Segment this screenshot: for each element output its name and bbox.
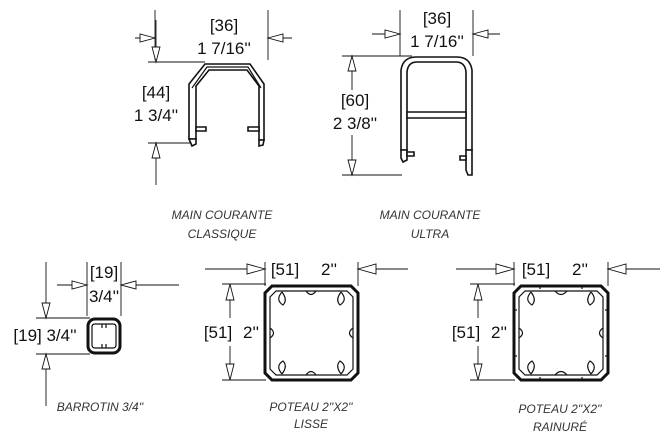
poteau-lisse-profile-group: [51] 2'' [51] 2'' POTEAU 2''X2'' LISSE	[204, 260, 408, 431]
lisse-inner-shape	[269, 290, 354, 376]
classique-caption-line2: CLASSIQUE	[188, 227, 258, 241]
rainure-caption-line1: POTEAU 2''X2''	[518, 402, 602, 416]
ultra-right-lip	[459, 155, 467, 161]
classique-right-lip	[247, 126, 260, 132]
ultra-profile-shape	[400, 56, 473, 151]
lisse-width-in: 2''	[321, 260, 337, 279]
lisse-corner-channels	[278, 291, 345, 375]
lisse-caption-line1: POTEAU 2''X2''	[269, 400, 353, 414]
ultra-width-mm: [36]	[423, 9, 451, 28]
classique-left-lip	[195, 126, 207, 132]
ultra-width-arrow-right	[471, 29, 489, 39]
ultra-caption-line1: MAIN COURANTE	[380, 208, 482, 222]
barrotin-height-arrow-top	[41, 302, 51, 320]
ultra-right-leg	[465, 149, 473, 176]
rainure-height-in: 2''	[491, 323, 507, 342]
ultra-width-in: 1 7/16''	[410, 32, 464, 51]
classique-caption-line1: MAIN COURANTE	[172, 208, 274, 222]
barrotin-width-arrow-left	[71, 280, 89, 290]
lisse-height-mm: [51]	[204, 323, 232, 342]
barrotin-grooves	[101, 324, 107, 348]
barrotin-profile-group: [19] 3/4'' [19] 3/4'' BARROTIN 3/4''	[13, 262, 179, 414]
classique-height-arrow-top	[151, 46, 161, 64]
barrotin-height-label: [19] 3/4''	[13, 326, 76, 345]
lisse-height-in: 2''	[243, 323, 259, 342]
classique-profile-inner-line	[191, 66, 262, 89]
rainure-width-arrow-left	[495, 263, 516, 275]
rainure-width-mm: [51]	[522, 260, 550, 279]
barrotin-outer-shape	[86, 317, 122, 355]
rainure-side-channels	[518, 290, 604, 376]
barrotin-height-arrow-bottom	[41, 352, 51, 370]
ultra-caption-line2: ULTRA	[411, 227, 449, 241]
ultra-profile-group: [36] 1 7/16'' [60] 2 3/8'' MAIN COURANTE…	[333, 9, 500, 241]
classique-profile-group: [36] 1 7/16'' [44] 1 3/4'' MAIN COURANTE…	[134, 10, 292, 241]
ultra-crossbar	[406, 111, 467, 119]
poteau-rainure-profile-group: [51] 2'' [51] 2'' POTEAU 2''X2'' RAINURÉ	[452, 260, 660, 434]
rainure-height-mm: [51]	[452, 323, 480, 342]
rainure-height-arrow-top	[473, 283, 483, 301]
classique-width-arrow-left	[139, 33, 157, 43]
classique-width-mm: [36]	[210, 16, 238, 35]
ultra-width-arrow-left	[384, 29, 402, 39]
lisse-width-arrow-left	[246, 263, 267, 275]
rainure-height-arrow-bottom	[473, 363, 483, 381]
ultra-height-arrow-bottom	[347, 159, 357, 177]
lisse-side-channels	[269, 290, 354, 376]
ultra-left-lip	[406, 151, 415, 157]
barrotin-width-mm: [19]	[90, 263, 118, 282]
barrotin-caption: BARROTIN 3/4''	[57, 400, 144, 414]
lisse-width-mm: [51]	[271, 260, 299, 279]
classique-height-arrow-bottom	[151, 141, 161, 159]
lisse-height-arrow-bottom	[225, 363, 235, 381]
rainure-inner-shape	[518, 290, 604, 376]
rainure-outer-shape	[512, 284, 610, 382]
barrotin-width-in: 3/4''	[89, 287, 119, 306]
ultra-height-in: 2 3/8''	[333, 114, 377, 133]
lisse-height-arrow-top	[225, 283, 235, 301]
classique-right-foot	[258, 139, 265, 148]
rainure-width-in: 2''	[572, 260, 588, 279]
barrotin-inner-shape	[91, 323, 117, 349]
lisse-outer-shape	[263, 284, 360, 382]
classique-width-arrow-right	[266, 33, 284, 43]
rainure-caption-line2: RAINURÉ	[533, 419, 588, 434]
ultra-left-leg	[400, 149, 408, 164]
rainure-width-arrow-right	[606, 263, 627, 275]
classique-height-mm: [44]	[142, 83, 170, 102]
classique-height-in: 1 3/4''	[134, 106, 178, 125]
ultra-height-arrow-top	[347, 54, 357, 72]
classique-left-foot	[187, 138, 197, 148]
classique-width-in: 1 7/16''	[197, 39, 251, 58]
rainure-grooves	[514, 286, 608, 380]
lisse-width-arrow-right	[356, 263, 377, 275]
lisse-caption-line2: LISSE	[294, 417, 329, 431]
barrotin-width-arrow-right	[119, 280, 137, 290]
rainure-corner-channels	[527, 291, 595, 375]
ultra-height-mm: [60]	[341, 91, 369, 110]
